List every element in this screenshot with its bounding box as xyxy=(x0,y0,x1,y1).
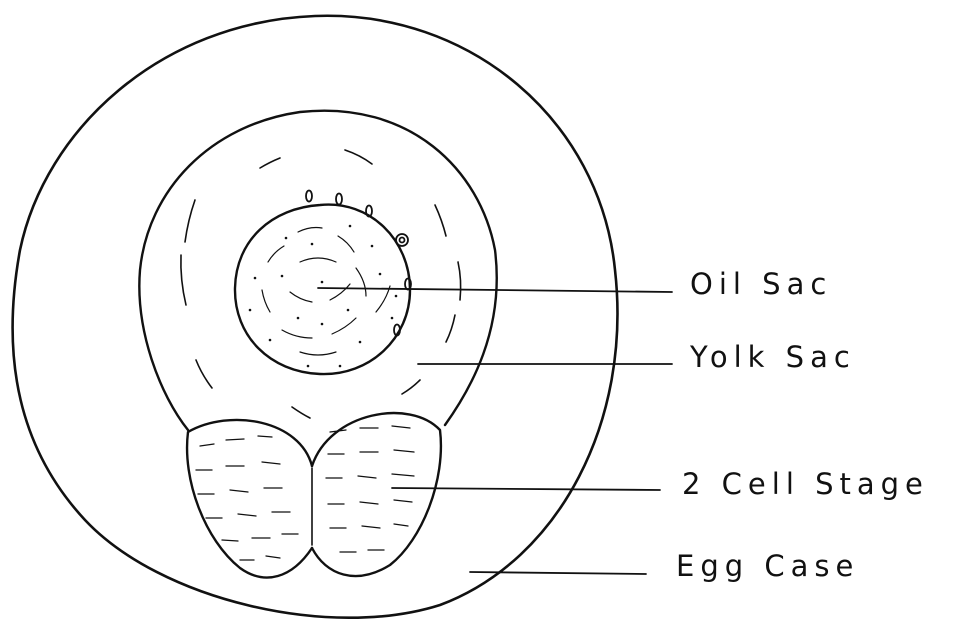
label-egg-case: Egg Case xyxy=(676,549,859,583)
yolk-sac-outline xyxy=(139,111,496,430)
oil-sac-dots xyxy=(249,225,398,368)
cell-texture xyxy=(196,426,414,560)
label-yolk-sac: Yolk Sac xyxy=(689,340,856,374)
yolk-texture xyxy=(181,150,461,418)
egg-case-outline xyxy=(13,16,618,618)
leader-oil-sac xyxy=(318,288,672,292)
two-cell-stage xyxy=(187,413,441,577)
oil-sac-texture xyxy=(262,228,390,356)
cell-left-outline xyxy=(187,420,312,578)
label-two-cell-stage: 2 Cell Stage xyxy=(682,467,929,501)
leader-lines xyxy=(318,288,672,574)
cell-right-outline xyxy=(312,413,441,576)
label-oil-sac: Oil Sac xyxy=(690,267,832,301)
leader-two-cell-stage xyxy=(392,488,660,490)
oil-droplets xyxy=(306,191,411,336)
